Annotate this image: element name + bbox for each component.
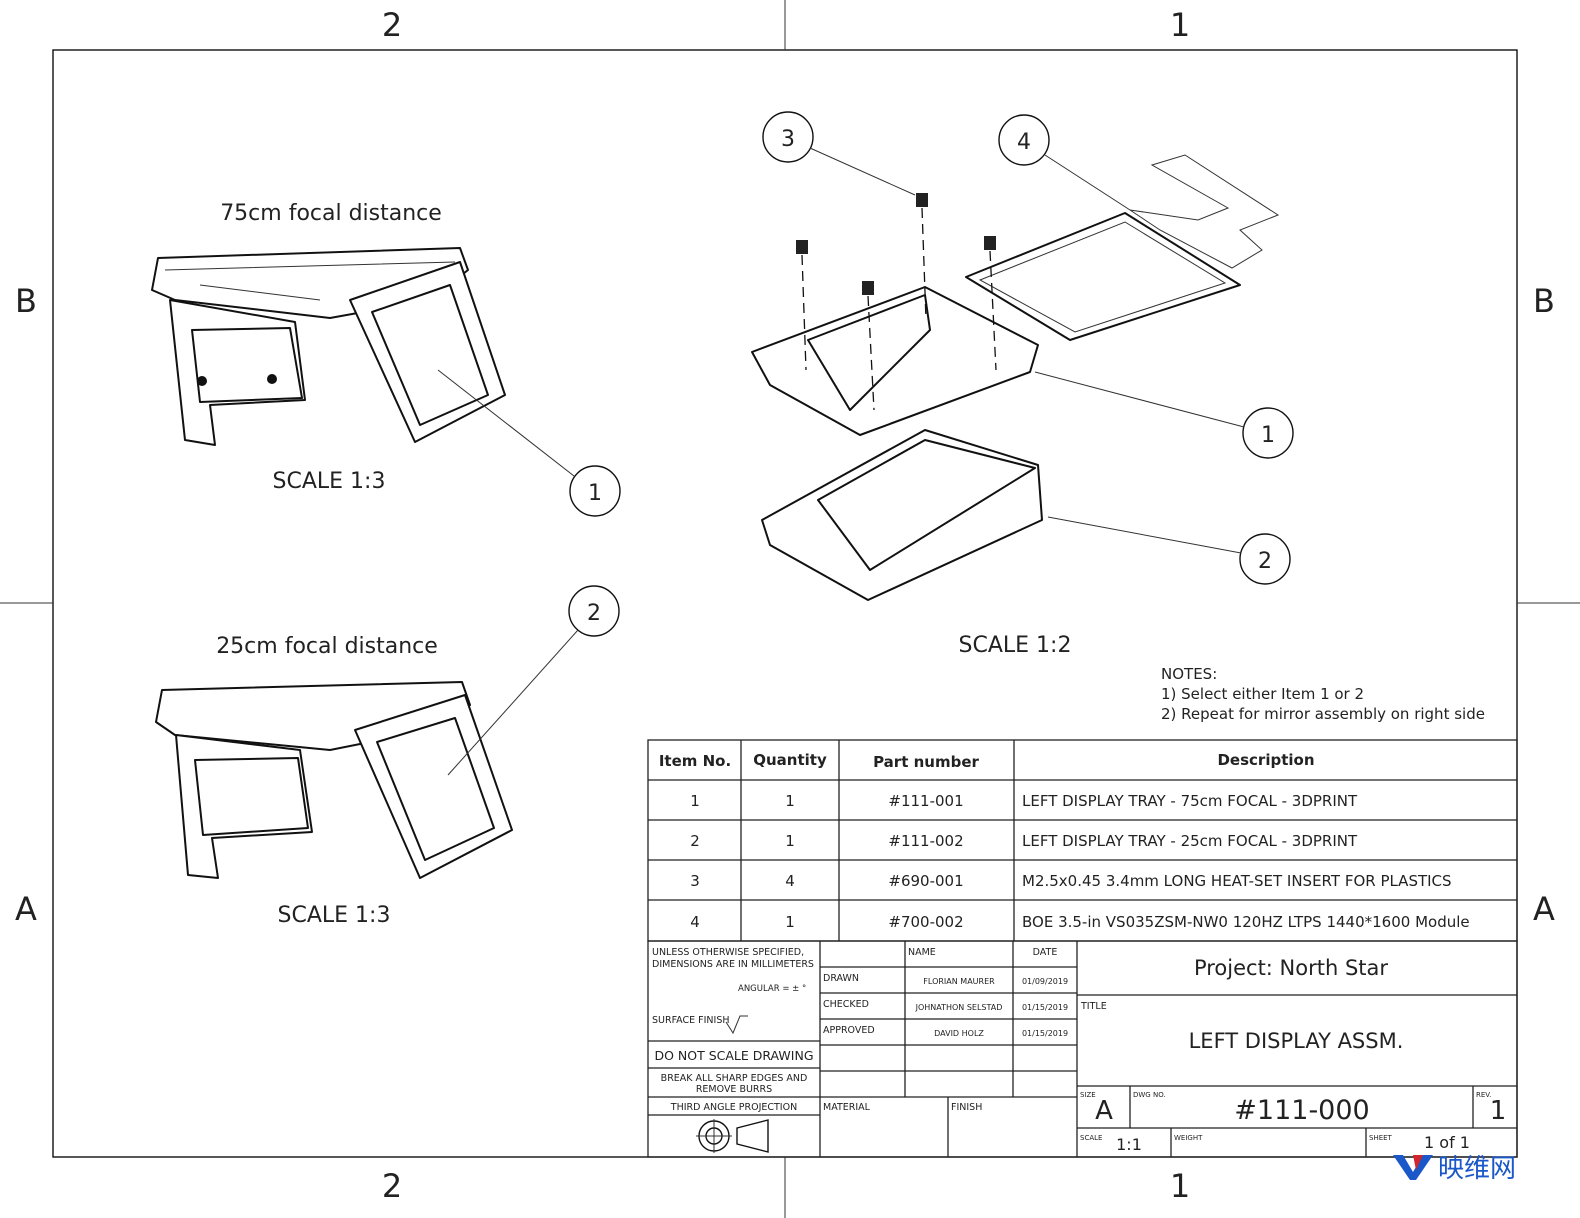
- view-25cm-tray: 25cm focal distance 2 SCALE 1:3: [155, 585, 620, 928]
- bom-table: Item No. Quantity Part number Descriptio…: [647, 739, 1518, 942]
- bom-cell: #700-002: [888, 913, 963, 931]
- do-not-scale-note: DO NOT SCALE DRAWING: [654, 1048, 813, 1063]
- title-label: TITLE: [1080, 1001, 1107, 1012]
- balloon-item-2: 2: [1258, 549, 1272, 574]
- note-item: 1) Select either Item 1 or 2: [1161, 685, 1364, 703]
- balloon-item-1: 1: [588, 481, 602, 506]
- balloon-item-3: 3: [781, 127, 795, 152]
- signoff-date: 01/15/2019: [1022, 1003, 1068, 1012]
- view-scale: SCALE 1:3: [278, 903, 391, 928]
- balloon-item-4: 4: [1017, 130, 1031, 155]
- revision: 1: [1490, 1096, 1507, 1126]
- bom-rows: 1 1 #111-001 LEFT DISPLAY TRAY - 75cm FO…: [690, 792, 1469, 931]
- title-block: UNLESS OTHERWISE SPECIFIED, DIMENSIONS A…: [647, 940, 1518, 1158]
- balloon-item-2: 2: [587, 601, 601, 626]
- note-item: 2) Repeat for mirror assembly on right s…: [1161, 705, 1485, 723]
- date-header: DATE: [1033, 947, 1058, 958]
- view-caption: 75cm focal distance: [220, 201, 442, 226]
- view-scale: SCALE 1:2: [959, 633, 1072, 658]
- tolerance-note: UNLESS OTHERWISE SPECIFIED,: [652, 947, 804, 958]
- bom-cell: LEFT DISPLAY TRAY - 75cm FOCAL - 3DPRINT: [1022, 792, 1358, 810]
- view-scale: SCALE 1:3: [273, 469, 386, 494]
- view-caption: 25cm focal distance: [216, 634, 438, 659]
- surface-finish-label: SURFACE FINISH: [652, 1015, 730, 1026]
- signoff-role: APPROVED: [823, 1025, 875, 1036]
- surface-finish-icon: [725, 1015, 748, 1035]
- sheet-size: A: [1095, 1096, 1113, 1126]
- signoff-name: JOHNATHON SELSTAD: [915, 1003, 1003, 1012]
- zone-col-label: 2: [382, 1167, 402, 1205]
- notes-title: NOTES:: [1161, 665, 1217, 683]
- angular-tolerance: ANGULAR = ± °: [738, 984, 806, 994]
- zone-col-label: 1: [1170, 6, 1190, 44]
- sheet-label: SHEET: [1369, 1134, 1393, 1142]
- material-label: MATERIAL: [823, 1102, 871, 1113]
- signoff-name: DAVID HOLZ: [934, 1029, 984, 1038]
- bom-cell: #111-001: [888, 792, 963, 810]
- bom-cell: #111-002: [888, 832, 963, 850]
- bom-cell: LEFT DISPLAY TRAY - 25cm FOCAL - 3DPRINT: [1022, 832, 1358, 850]
- view-75cm-tray: 75cm focal distance 1 SCALE 1:3: [151, 201, 621, 517]
- bom-cell: 4: [690, 913, 700, 931]
- project-name: Project: North Star: [1194, 956, 1388, 980]
- dwg-no-label: DWG NO.: [1133, 1091, 1166, 1099]
- bom-cell: 4: [785, 872, 795, 890]
- signoff-role: DRAWN: [823, 973, 859, 984]
- watermark-text: 映维网: [1438, 1154, 1516, 1184]
- bom-header: Description: [1217, 751, 1314, 769]
- break-edges-note: BREAK ALL SHARP EDGES AND: [661, 1073, 808, 1084]
- bom-cell: 3: [690, 872, 700, 890]
- bom-cell: M2.5x0.45 3.4mm LONG HEAT-SET INSERT FOR…: [1022, 872, 1452, 890]
- notes: NOTES: 1) Select either Item 1 or 2 2) R…: [1161, 665, 1485, 723]
- signoff-date: 01/09/2019: [1022, 977, 1068, 986]
- view-exploded-assembly: 3 4 1 2 SCALE 1:2: [751, 111, 1294, 658]
- bom-cell: 1: [785, 792, 795, 810]
- bom-cell: 2: [690, 832, 700, 850]
- zone-row-label: B: [1533, 282, 1555, 320]
- drawing-number: #111-000: [1234, 1095, 1369, 1126]
- bom-cell: 1: [690, 792, 700, 810]
- third-angle-projection-icon: [696, 1119, 769, 1153]
- zone-col-label: 2: [382, 6, 402, 44]
- weight-label: WEIGHT: [1174, 1134, 1203, 1142]
- finish-label: FINISH: [951, 1102, 982, 1113]
- sheet-number: 1 of 1: [1424, 1133, 1470, 1152]
- zone-row-label: B: [15, 282, 37, 320]
- drawing-scale: 1:1: [1116, 1135, 1142, 1154]
- tolerance-note: DIMENSIONS ARE IN MILLIMETERS: [652, 959, 814, 970]
- bom-cell: 1: [785, 832, 795, 850]
- bom-cell: #690-001: [888, 872, 963, 890]
- drawing-title: LEFT DISPLAY ASSM.: [1189, 1029, 1404, 1053]
- signoff-role: CHECKED: [823, 999, 869, 1010]
- bom-cell: 1: [785, 913, 795, 931]
- bom-cell: BOE 3.5-in VS035ZSM-NW0 120HZ LTPS 1440*…: [1022, 913, 1470, 931]
- zone-row-label: A: [1533, 890, 1555, 928]
- watermark-logo: 映维网: [1393, 1154, 1516, 1184]
- zone-col-label: 1: [1170, 1167, 1190, 1205]
- signoff-name: FLORIAN MAURER: [923, 977, 995, 986]
- bom-header: Part number: [873, 753, 979, 771]
- size-label: SIZE: [1080, 1091, 1096, 1099]
- zone-row-label: A: [15, 890, 37, 928]
- signoff-date: 01/15/2019: [1022, 1029, 1068, 1038]
- projection-label: THIRD ANGLE PROJECTION: [670, 1102, 797, 1113]
- break-edges-note: REMOVE BURRS: [696, 1084, 772, 1095]
- bom-header: Item No.: [659, 752, 731, 770]
- rev-label: REV.: [1476, 1091, 1491, 1099]
- name-header: NAME: [908, 947, 936, 958]
- scale-label: SCALE: [1080, 1134, 1102, 1142]
- bom-header: Quantity: [753, 751, 827, 769]
- balloon-item-1: 1: [1261, 423, 1275, 448]
